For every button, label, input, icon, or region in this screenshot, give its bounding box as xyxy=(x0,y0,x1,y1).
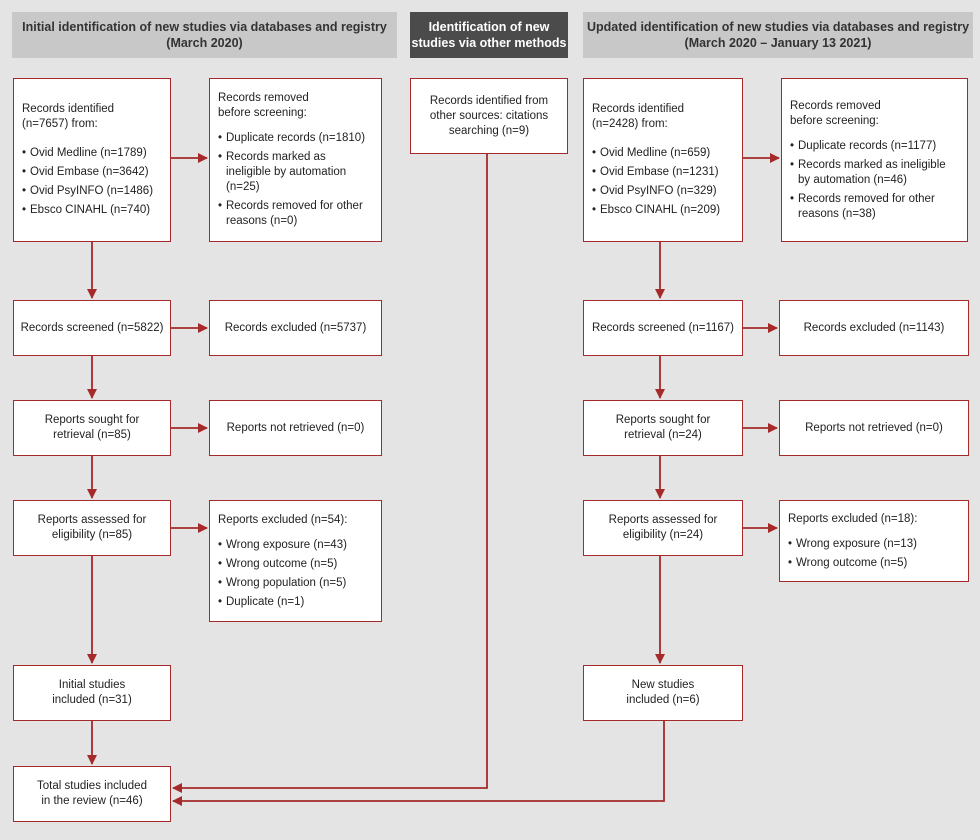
list-item: Ovid PsyINFO (n=1486) xyxy=(22,184,162,199)
initial-sought-line-2: retrieval (n=85) xyxy=(53,429,131,441)
updated-not-retrieved-text: Reports not retrieved (n=0) xyxy=(805,421,943,434)
initial-records-removed-box: Records removed before screening: Duplic… xyxy=(209,78,382,242)
total-studies-included-box: Total studies included in the review (n=… xyxy=(13,766,171,822)
list-item: Ebsco CINAHL (n=740) xyxy=(22,203,162,218)
arrow-other-to-total xyxy=(172,154,488,793)
list-item: Wrong outcome (n=5) xyxy=(218,557,373,572)
header-other-line-1: Identification of new xyxy=(428,20,550,34)
list-item: Wrong outcome (n=5) xyxy=(788,556,960,571)
list-item: Ebsco CINAHL (n=209) xyxy=(592,203,734,218)
initial-included-line-2: included (n=31) xyxy=(52,694,132,706)
initial-not-retrieved-text: Reports not retrieved (n=0) xyxy=(226,421,365,434)
updated-screened-text: Records screened (n=1167) xyxy=(591,321,735,334)
initial-reports-excluded-list: Wrong exposure (n=43) Wrong outcome (n=5… xyxy=(218,534,373,610)
initial-assessed-line-1: Reports assessed for xyxy=(37,514,147,526)
updated-databases-list: Ovid Medline (n=659) Ovid Embase (n=1231… xyxy=(592,142,734,218)
other-identified-line-2: other sources: citations xyxy=(429,109,549,122)
updated-identified-line-2: (n=2428) from: xyxy=(592,118,668,130)
initial-databases-list: Ovid Medline (n=1789) Ovid Embase (n=364… xyxy=(22,142,162,218)
updated-assessed-line-2: eligibility (n=24) xyxy=(622,529,704,541)
other-identified-line-1: Records identified from xyxy=(429,94,549,107)
initial-records-identified-box: Records identified (n=7657) from: Ovid M… xyxy=(13,78,171,242)
updated-reports-excluded-list: Wrong exposure (n=13) Wrong outcome (n=5… xyxy=(788,533,960,571)
initial-identified-line-2: (n=7657) from: xyxy=(22,118,98,130)
list-item: Wrong population (n=5) xyxy=(218,576,373,591)
header-initial-identification: Initial identification of new studies vi… xyxy=(12,12,397,58)
other-identified-line-3: searching (n=9) xyxy=(448,124,530,137)
updated-identified-line-1: Records identified xyxy=(592,103,685,115)
other-records-identified-box: Records identified from other sources: c… xyxy=(410,78,568,154)
updated-reports-assessed-box: Reports assessed for eligibility (n=24) xyxy=(583,500,743,556)
initial-excluded-text: Records excluded (n=5737) xyxy=(224,321,367,334)
list-item: Records marked as ineligible by automati… xyxy=(790,158,959,188)
list-item: Duplicate records (n=1177) xyxy=(790,139,959,154)
header-updated-identification: Updated identification of new studies vi… xyxy=(583,12,973,58)
updated-removed-line-1: Records removed xyxy=(790,99,881,112)
updated-records-screened-box: Records screened (n=1167) xyxy=(583,300,743,356)
header-updated-title: Updated identification of new studies vi… xyxy=(586,20,970,34)
initial-identified-line-1: Records identified xyxy=(22,103,115,115)
updated-sought-line-2: retrieval (n=24) xyxy=(624,429,702,441)
initial-included-line-1: Initial studies xyxy=(58,679,126,691)
header-updated-date: (March 2020 – January 13 2021) xyxy=(684,36,872,50)
initial-removed-list: Duplicate records (n=1810) Records marke… xyxy=(218,127,373,229)
header-initial-date: (March 2020) xyxy=(166,36,243,50)
list-item: Ovid Embase (n=3642) xyxy=(22,165,162,180)
list-item: Records removed for other reasons (n=0) xyxy=(218,199,373,229)
initial-reports-not-retrieved-box: Reports not retrieved (n=0) xyxy=(209,400,382,456)
list-item: Records removed for other reasons (n=38) xyxy=(790,192,959,222)
total-line-2: in the review (n=46) xyxy=(41,795,143,807)
updated-records-excluded-box: Records excluded (n=1143) xyxy=(779,300,969,356)
updated-reports-sought-box: Reports sought for retrieval (n=24) xyxy=(583,400,743,456)
header-other-methods: Identification of new studies via other … xyxy=(410,12,568,58)
list-item: Wrong exposure (n=43) xyxy=(218,538,373,553)
initial-records-excluded-box: Records excluded (n=5737) xyxy=(209,300,382,356)
header-initial-title: Initial identification of new studies vi… xyxy=(22,20,387,34)
updated-assessed-line-1: Reports assessed for xyxy=(608,514,718,526)
updated-excluded-text: Records excluded (n=1143) xyxy=(803,321,945,334)
header-other-line-2: studies via other methods xyxy=(411,36,567,50)
list-item: Ovid Embase (n=1231) xyxy=(592,165,734,180)
initial-studies-included-box: Initial studies included (n=31) xyxy=(13,665,171,721)
initial-assessed-line-2: eligibility (n=85) xyxy=(51,529,133,541)
updated-reports-excluded-box: Reports excluded (n=18): Wrong exposure … xyxy=(779,500,969,582)
list-item: Records marked as ineligible by automati… xyxy=(218,150,373,195)
initial-reports-assessed-box: Reports assessed for eligibility (n=85) xyxy=(13,500,171,556)
initial-screened-text: Records screened (n=5822) xyxy=(20,321,164,334)
updated-studies-included-box: New studies included (n=6) xyxy=(583,665,743,721)
list-item: Ovid Medline (n=659) xyxy=(592,146,734,161)
arrow-updated-included-to-total xyxy=(172,721,665,806)
initial-reports-excluded-title: Reports excluded (n=54): xyxy=(218,513,348,526)
updated-included-line-2: included (n=6) xyxy=(626,694,700,706)
initial-reports-sought-box: Reports sought for retrieval (n=85) xyxy=(13,400,171,456)
updated-reports-excluded-title: Reports excluded (n=18): xyxy=(788,512,918,525)
updated-removed-line-2: before screening: xyxy=(790,114,879,127)
initial-records-screened-box: Records screened (n=5822) xyxy=(13,300,171,356)
updated-included-line-1: New studies xyxy=(631,679,695,691)
initial-reports-excluded-box: Reports excluded (n=54): Wrong exposure … xyxy=(209,500,382,622)
list-item: Wrong exposure (n=13) xyxy=(788,537,960,552)
total-line-1: Total studies included xyxy=(37,780,147,792)
initial-removed-line-2: before screening: xyxy=(218,107,307,119)
updated-removed-list: Duplicate records (n=1177) Records marke… xyxy=(790,135,959,222)
initial-removed-line-1: Records removed xyxy=(218,92,309,104)
list-item: Ovid Medline (n=1789) xyxy=(22,146,162,161)
updated-records-identified-box: Records identified (n=2428) from: Ovid M… xyxy=(583,78,743,242)
list-item: Duplicate records (n=1810) xyxy=(218,131,373,146)
updated-reports-not-retrieved-box: Reports not retrieved (n=0) xyxy=(779,400,969,456)
list-item: Duplicate (n=1) xyxy=(218,595,373,610)
updated-sought-line-1: Reports sought for xyxy=(615,414,711,426)
updated-records-removed-box: Records removed before screening: Duplic… xyxy=(781,78,968,242)
initial-sought-line-1: Reports sought for xyxy=(44,414,140,426)
list-item: Ovid PsyINFO (n=329) xyxy=(592,184,734,199)
